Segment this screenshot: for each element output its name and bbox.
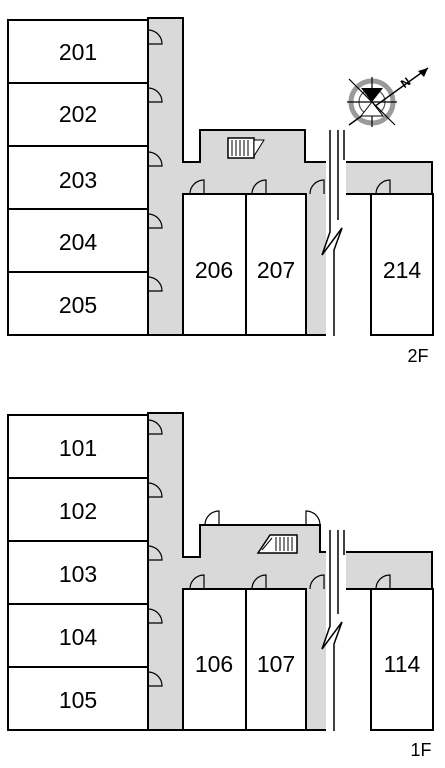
unit-207: 207 [245, 179, 307, 336]
unit-201: 201 [7, 19, 163, 84]
unit-number: 201 [59, 39, 97, 65]
unit-205: 205 [7, 271, 163, 336]
stair-icon [256, 534, 298, 554]
door-icon [147, 482, 163, 498]
unit-number: 214 [383, 257, 422, 283]
unit-103: 103 [7, 540, 163, 605]
compass-rose-icon: N [347, 67, 429, 127]
unit-107: 107 [245, 574, 307, 731]
door-icon [147, 671, 163, 687]
door-icon [251, 574, 267, 590]
door-icon [375, 574, 391, 590]
break-line-icon [321, 130, 346, 336]
door-icon [309, 574, 325, 590]
unit-203: 203 [7, 145, 163, 210]
floor-label: 1F [410, 740, 431, 760]
door-icon [147, 213, 163, 229]
unit-204: 204 [7, 208, 163, 273]
stair-icon [227, 137, 265, 159]
unit-206: 206 [182, 179, 247, 336]
door-icon [251, 179, 267, 195]
unit-number: 202 [59, 101, 97, 127]
unit-number: 104 [59, 624, 98, 650]
unit-number: 105 [59, 687, 97, 713]
unit-number: 101 [59, 435, 97, 461]
unit-number: 114 [384, 651, 421, 677]
door-icon [147, 151, 163, 167]
door-icon [305, 510, 321, 526]
floor-1f: 101 102 103 104 105 106 [7, 412, 434, 760]
unit-number: 107 [257, 651, 295, 677]
door-icon [147, 608, 163, 624]
unit-214: 214 [370, 179, 434, 336]
door-icon [147, 419, 163, 435]
door-icon [147, 545, 163, 561]
door-icon [147, 276, 163, 292]
door-icon [147, 29, 163, 45]
floor-label: 2F [407, 346, 428, 366]
unit-104: 104 [7, 603, 163, 668]
door-icon [204, 510, 220, 526]
unit-number: 204 [59, 229, 98, 255]
floor-2f: 201 202 203 204 205 206 [7, 17, 434, 366]
unit-202: 202 [7, 82, 163, 147]
unit-number: 207 [257, 257, 295, 283]
door-icon [147, 87, 163, 103]
unit-number: 205 [59, 292, 97, 318]
unit-number: 102 [59, 498, 97, 524]
unit-number: 106 [195, 651, 233, 677]
door-icon [189, 179, 205, 195]
door-icon [309, 179, 325, 195]
break-line-icon [321, 530, 346, 731]
unit-101: 101 [7, 414, 163, 479]
unit-105: 105 [7, 666, 163, 731]
unit-106: 106 [182, 574, 247, 731]
door-icon [375, 179, 391, 195]
door-icon [189, 574, 205, 590]
unit-114: 114 [370, 574, 434, 731]
unit-102: 102 [7, 477, 163, 542]
unit-number: 203 [59, 167, 97, 193]
unit-number: 206 [195, 257, 233, 283]
unit-number: 103 [59, 561, 97, 587]
